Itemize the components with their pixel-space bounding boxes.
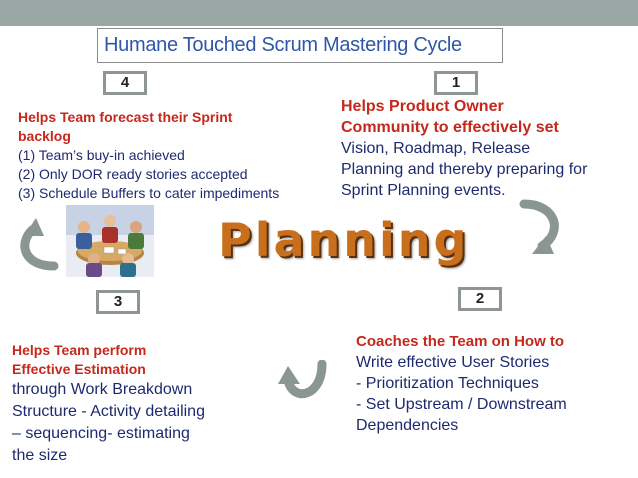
- step-3-body-line: Structure - Activity detailing: [12, 403, 205, 420]
- curved-arrow-icon: [20, 218, 59, 271]
- curved-arrow-icon: [278, 360, 327, 399]
- step-1-heading-line: Community to effectively set: [341, 119, 559, 136]
- step-4-heading-line: Helps Team forecast their Sprint: [18, 109, 233, 125]
- step-1-body-line: Sprint Planning events.: [341, 182, 506, 199]
- step-1-heading-line: Helps Product Owner: [341, 98, 504, 115]
- step-1-text: Helps Product Owner Community to effecti…: [341, 96, 587, 201]
- step-2-body-line: Dependencies: [356, 417, 459, 434]
- step-2-heading-line: Coaches the Team on How to: [356, 333, 565, 350]
- step-2-text: Coaches the Team on How to Write effecti…: [356, 331, 567, 436]
- diagram-title: Humane Touched Scrum Mastering Cycle: [104, 34, 462, 56]
- step-4-number: 4: [103, 71, 147, 95]
- title-box: Humane Touched Scrum Mastering Cycle: [97, 28, 503, 63]
- step-3-body-line: through Work Breakdown: [12, 381, 193, 398]
- curved-arrow-icon: [519, 199, 559, 254]
- step-2-body-line: - Prioritization Techniques: [356, 375, 539, 392]
- step-1-body-line: Planning and thereby preparing for: [341, 161, 588, 178]
- step-4-text: Helps Team forecast their Sprint backlog…: [18, 108, 279, 203]
- top-bar: [0, 0, 638, 26]
- step-4-body-line: (2) Only DOR ready stories accepted: [18, 166, 248, 182]
- step-3-heading-line: Effective Estimation: [12, 361, 146, 377]
- step-2-body-line: - Set Upstream / Downstream: [356, 396, 567, 413]
- step-3-number: 3: [96, 290, 140, 314]
- step-2-body-line: Write effective User Stories: [356, 354, 550, 371]
- step-3-heading-line: Helps Team perform: [12, 342, 147, 358]
- step-2-number: 2: [458, 287, 502, 311]
- step-1-body-line: Vision, Roadmap, Release: [341, 140, 531, 157]
- center-planning-label: Planning: [218, 213, 470, 267]
- step-4-heading-line: backlog: [18, 128, 71, 144]
- step-4-body-line: (3) Schedule Buffers to cater impediment…: [18, 185, 280, 201]
- step-3-text: Helps Team perform Effective Estimation …: [12, 341, 205, 467]
- step-3-body-line: – sequencing- estimating: [12, 425, 190, 442]
- step-1-number: 1: [434, 71, 478, 95]
- team-meeting-illustration: [66, 205, 154, 277]
- step-3-body-line: the size: [12, 447, 68, 464]
- step-4-body-line: (1) Team’s buy-in achieved: [18, 147, 185, 163]
